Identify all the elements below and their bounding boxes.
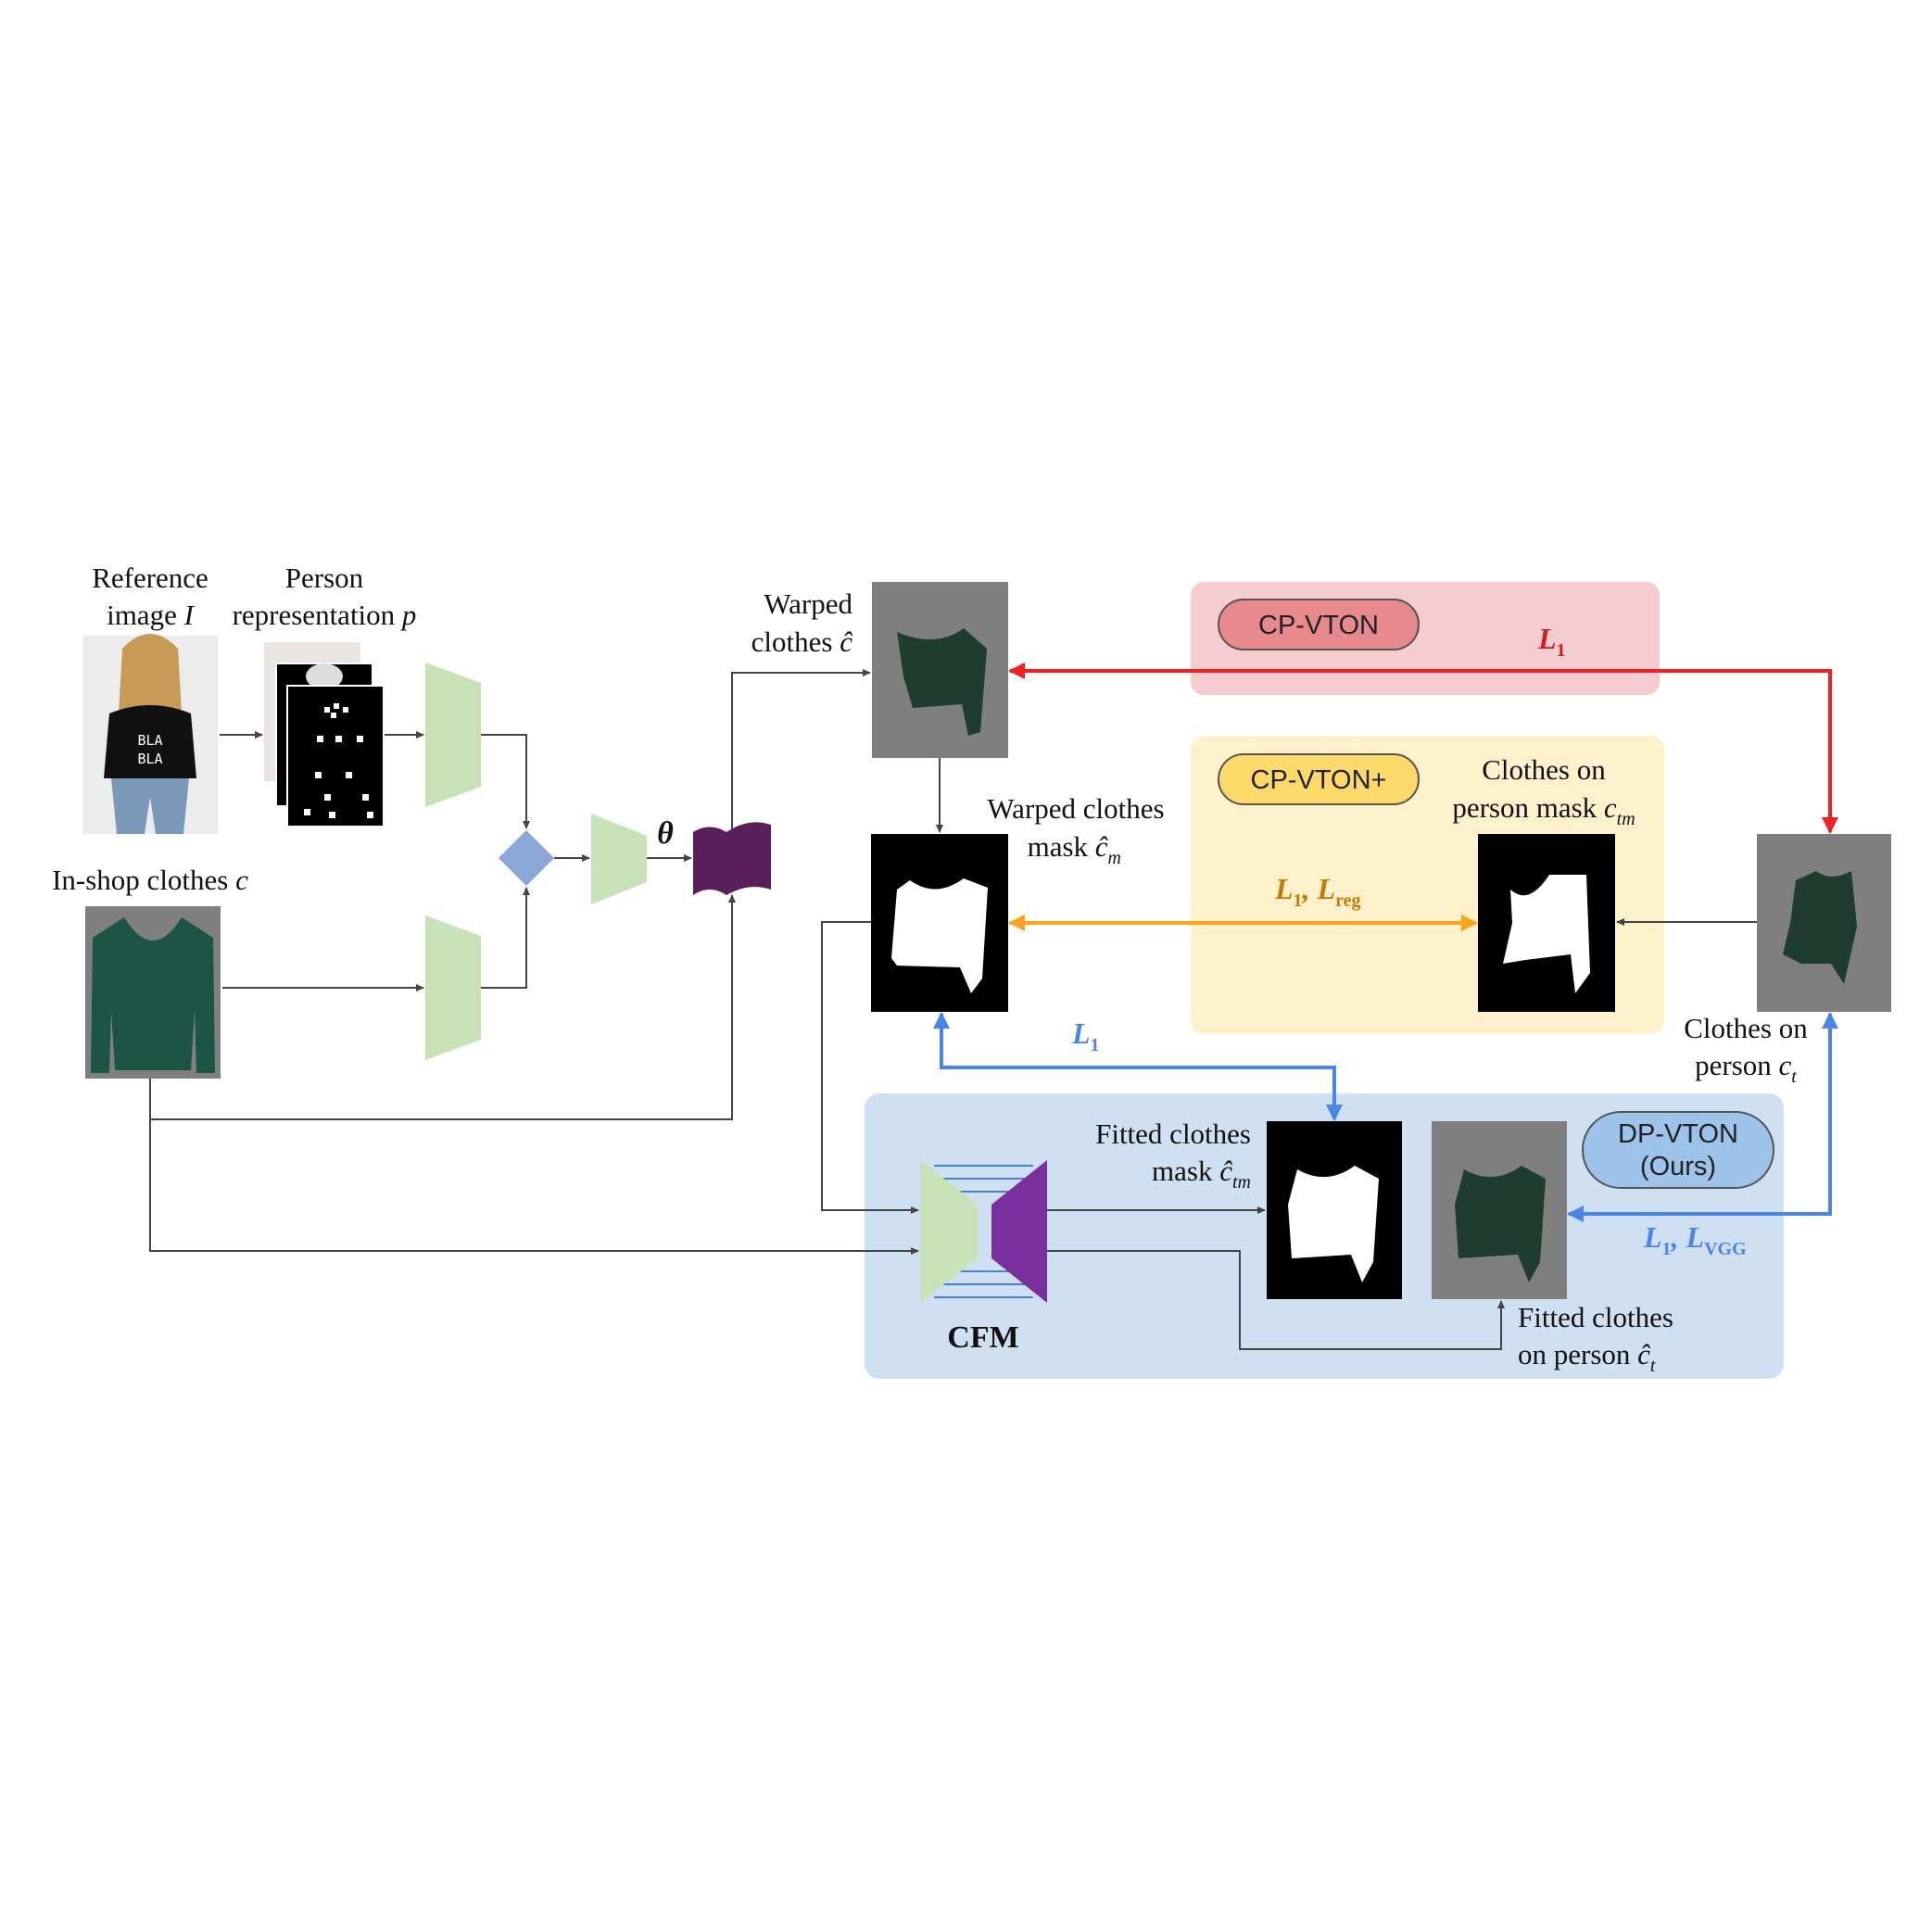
svg-text:Warped: Warped	[764, 587, 852, 620]
reference-image: BLA BLA	[82, 634, 218, 834]
svg-text:on person ĉt: on person ĉt	[1518, 1338, 1656, 1376]
tps-warp-module	[693, 822, 771, 895]
cp-vton-plus-tag-label: CP-VTON+	[1251, 765, 1387, 795]
svg-text:Warped clothes: Warped clothes	[987, 792, 1164, 825]
cp-vton-l1-arrow	[1008, 663, 1838, 834]
regression-network	[591, 814, 647, 904]
clothes-on-person-mask-label: Clothes on person mask ctm	[1452, 753, 1635, 829]
inshop-clothes-label: In-shop clothes c	[52, 864, 248, 896]
svg-text:mask ĉtm: mask ĉtm	[1152, 1155, 1251, 1193]
svg-text:person mask ctm: person mask ctm	[1452, 791, 1635, 829]
person-encoder	[425, 663, 481, 807]
person-representation-label: Person representation p	[233, 562, 417, 631]
cfm-label: CFM	[947, 1320, 1018, 1355]
dp-vton-vgg-loss-label: L1, LVGG	[1643, 1220, 1747, 1259]
clothes-on-person-label: Clothes on person ct	[1684, 1012, 1808, 1087]
fitted-clothes-on-person-image	[1432, 1121, 1567, 1299]
svg-text:representation p: representation p	[233, 599, 417, 631]
dp-vton-mask-loss-label: L1	[1071, 1017, 1100, 1055]
svg-text:Clothes on: Clothes on	[1482, 753, 1606, 786]
warped-clothes-mask-label: Warped clothes mask ĉm	[987, 792, 1164, 868]
correlation-diamond	[499, 830, 554, 886]
cp-vton-tag: CP-VTON	[1218, 599, 1420, 650]
cp-vton-plus-loss-label: L1, Lreg	[1274, 872, 1361, 911]
dp-vton-mask-l1-arrow	[933, 1012, 1343, 1121]
reference-label: Reference image I	[92, 562, 208, 631]
reference-shirt-text1: BLA	[137, 732, 162, 749]
warped-clothes-mask-image	[871, 834, 1008, 1012]
dp-vton-tag-line2: (Ours)	[1640, 1152, 1716, 1181]
clothes-encoder	[425, 915, 481, 1060]
fitted-clothes-mask-image	[1267, 1121, 1402, 1299]
cfm-decoder	[991, 1160, 1047, 1303]
fitted-clothes-on-person-label: Fitted clothes on person ĉt	[1518, 1301, 1673, 1376]
svg-text:Reference: Reference	[92, 562, 208, 594]
dp-vton-tag-line1: DP-VTON	[1618, 1119, 1738, 1149]
fitted-clothes-mask-label: Fitted clothes mask ĉtm	[1095, 1118, 1251, 1193]
cfm-encoder	[920, 1160, 978, 1303]
inshop-clothes-image	[85, 906, 221, 1079]
clothes-on-person-mask-image	[1478, 834, 1615, 1012]
clothes-on-person-image	[1757, 834, 1891, 1012]
dp-vton-tag: DP-VTON (Ours)	[1582, 1111, 1774, 1189]
svg-text:mask ĉm: mask ĉm	[1028, 830, 1121, 868]
person-representation	[264, 642, 385, 827]
svg-text:Fitted clothes: Fitted clothes	[1518, 1301, 1673, 1333]
cp-vton-loss-label: L1	[1537, 622, 1566, 661]
warped-clothes-label: Warped clothes ĉ	[751, 587, 853, 658]
svg-text:person ct: person ct	[1695, 1049, 1797, 1087]
svg-text:Person: Person	[285, 562, 364, 594]
svg-text:Clothes on: Clothes on	[1684, 1012, 1808, 1044]
svg-text:Fitted clothes: Fitted clothes	[1095, 1118, 1251, 1150]
reference-shirt-text2: BLA	[137, 751, 162, 767]
cp-vton-plus-tag: CP-VTON+	[1218, 753, 1420, 805]
svg-text:image I: image I	[107, 599, 196, 631]
svg-text:clothes ĉ: clothes ĉ	[751, 625, 853, 658]
connectors	[149, 669, 1757, 1350]
warped-clothes-image	[872, 582, 1008, 758]
dp-vton-vgg-arrow	[1567, 1012, 1838, 1222]
svg-text:In-shop clothes c: In-shop clothes c	[52, 864, 248, 896]
theta-label: θ	[657, 816, 674, 851]
cfm-module: CFM	[920, 1160, 1047, 1355]
cp-vton-tag-label: CP-VTON	[1258, 611, 1379, 640]
